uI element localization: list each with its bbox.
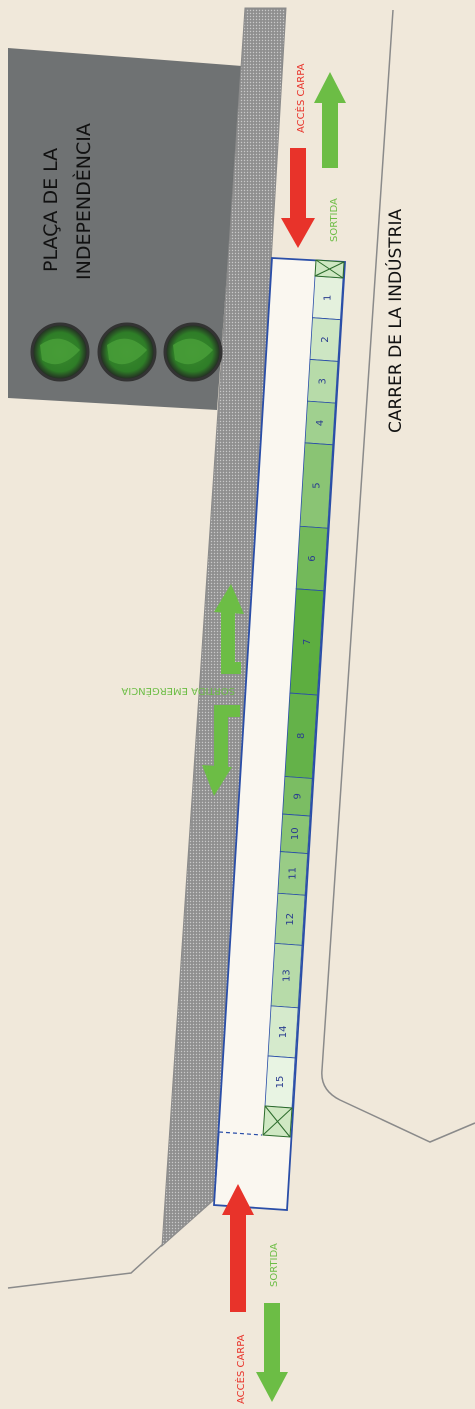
stall-number-1: 1 (323, 295, 334, 301)
stall-number-8: 8 (296, 733, 307, 739)
tent-dashed-divider (218, 1131, 263, 1136)
tree-icon (30, 322, 90, 382)
stall-number-7: 7 (302, 639, 313, 645)
stall-number-9: 9 (292, 793, 303, 799)
x-box-top (314, 259, 345, 279)
entry-label-top: ACCÈS CARPA (294, 63, 307, 133)
x-box-bottom (262, 1105, 293, 1138)
exit-arrow-top (314, 72, 346, 168)
entry-arrow-top (281, 148, 315, 248)
stall-number-13: 13 (281, 969, 292, 982)
exit-label-top: SORTIDA (329, 198, 340, 242)
stall-number-3: 3 (318, 378, 329, 384)
street-edge-left (7, 1243, 164, 1289)
plaza-name-line1: PLAÇA DE LA (40, 148, 62, 272)
plaza-name-line2: INDEPENDÈNCIA (72, 123, 95, 280)
street-name: CARRER DE LA INDÚSTRIA (384, 209, 406, 433)
stall-number-11: 11 (288, 867, 299, 880)
entry-label-bottom: ACCÈS CARPA (234, 1334, 247, 1404)
stall-number-5: 5 (311, 482, 322, 488)
emergency-exit-arrow-up (214, 584, 244, 674)
street-curb-line (321, 9, 475, 1143)
stall-number-10: 10 (290, 827, 301, 840)
emergency-exit-arrow-down (202, 705, 240, 796)
exit-arrow-bottom (256, 1303, 288, 1402)
tree-icon (97, 322, 157, 382)
stall-number-12: 12 (285, 913, 296, 926)
stall-number-2: 2 (320, 336, 331, 342)
exit-label-bottom: SORTIDA (269, 1243, 280, 1287)
stall-number-15: 15 (275, 1076, 286, 1089)
entry-arrow-bottom (222, 1184, 254, 1312)
stall-number-6: 6 (307, 555, 318, 561)
tree-icon (163, 322, 223, 382)
emergency-exit-label: SORTIDA EMERGÈNCIA (121, 685, 235, 698)
tent-inner-divider (213, 1131, 220, 1206)
plaza-block (8, 48, 242, 410)
stall-number-14: 14 (278, 1026, 289, 1039)
stall-number-4: 4 (315, 420, 326, 426)
